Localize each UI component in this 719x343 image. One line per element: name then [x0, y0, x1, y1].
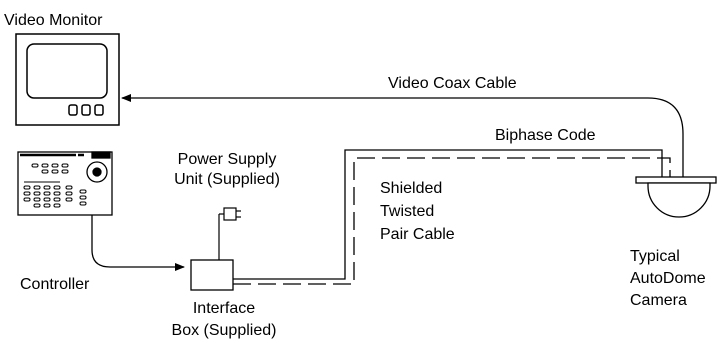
shielded-twisted-pair-cable — [233, 157, 671, 285]
shielded-cable-label: Shielded Twisted Pair Cable — [380, 177, 455, 246]
shielded-cable-label-line2: Twisted — [380, 203, 435, 220]
video-coax-cable-label: Video Coax Cable — [388, 75, 517, 92]
controller-icon — [17, 151, 113, 216]
video-monitor-label: Video Monitor — [4, 12, 103, 29]
biphase-code-cable — [233, 149, 663, 280]
biphase-code-label: Biphase Code — [495, 127, 596, 144]
shielded-cable-label-line3: Pair Cable — [380, 226, 455, 243]
interface-box-label-line2: Box (Supplied) — [171, 322, 277, 339]
power-supply-label: Power Supply Unit (Supplied) — [154, 150, 300, 190]
camera-label-line2: AutoDome — [630, 270, 706, 287]
controller-cable — [91, 215, 185, 271]
interface-box-icon — [190, 259, 234, 291]
camera-label-line3: Camera — [630, 292, 687, 309]
camera-label-line1: Typical — [630, 248, 680, 265]
interface-box-label-line1: Interface — [192, 300, 256, 317]
power-supply-label-line1: Power Supply — [177, 151, 277, 168]
shielded-cable-label-line1: Shielded — [380, 180, 443, 197]
power-plug-icon — [223, 207, 241, 221]
video-coax-cable — [121, 94, 684, 178]
controller-label: Controller — [20, 276, 90, 293]
video-monitor-icon — [15, 33, 120, 126]
camera-label: Typical AutoDome Camera — [630, 246, 719, 312]
interface-box-label: Interface Box (Supplied) — [166, 298, 282, 342]
power-supply-label-line2: Unit (Supplied) — [174, 171, 280, 188]
autodome-camera-icon — [635, 176, 717, 218]
